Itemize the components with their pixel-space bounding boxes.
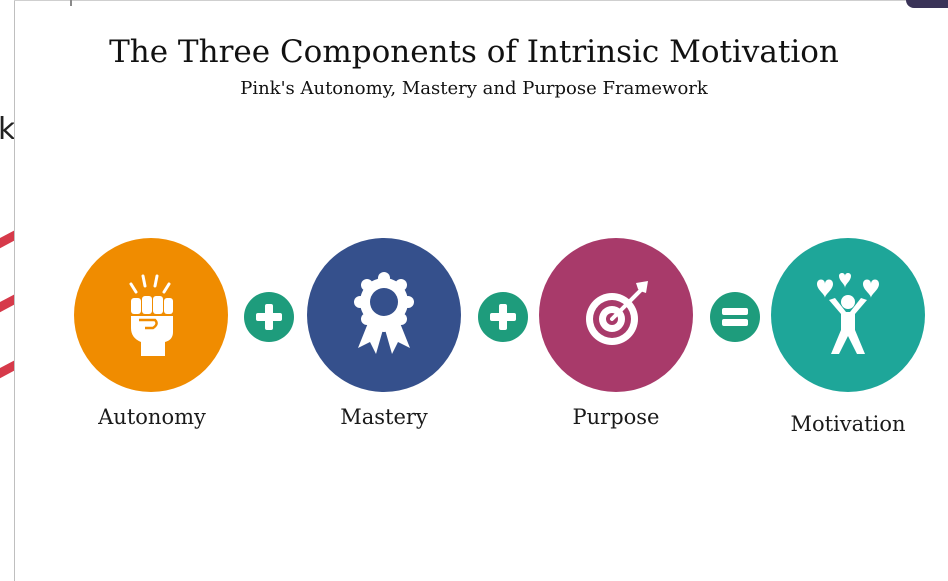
autonomy-circle: [74, 238, 228, 392]
left-edge-fragment: k: [0, 0, 15, 581]
diagram-title: The Three Components of Intrinsic Motiva…: [109, 34, 839, 70]
motivation-circle: [771, 238, 925, 392]
mastery-circle: [307, 238, 461, 392]
purpose-label: Purpose: [572, 405, 660, 429]
top-border: [14, 0, 948, 7]
person-hearts-icon: [817, 273, 879, 354]
top-tick: [70, 0, 72, 6]
diagram-subtitle: Pink's Autonomy, Mastery and Purpose Fra…: [240, 78, 708, 99]
equals-operator: [710, 292, 760, 342]
plus-operator: [478, 292, 528, 342]
award-ribbon-icon: [354, 272, 414, 354]
plus-operator: [244, 292, 294, 342]
corner-fragment: [906, 0, 948, 8]
purpose-circle: [539, 238, 693, 392]
autonomy-label: Autonomy: [98, 405, 206, 429]
edge-letter: k: [0, 112, 14, 147]
motivation-label: Motivation: [790, 412, 906, 436]
plus-icon: [256, 304, 282, 330]
plus-icon: [490, 304, 516, 330]
raised-fist-icon: [129, 274, 173, 356]
target-arrow-icon: [586, 281, 648, 345]
mastery-label: Mastery: [340, 405, 428, 429]
equals-icon: [722, 308, 748, 326]
